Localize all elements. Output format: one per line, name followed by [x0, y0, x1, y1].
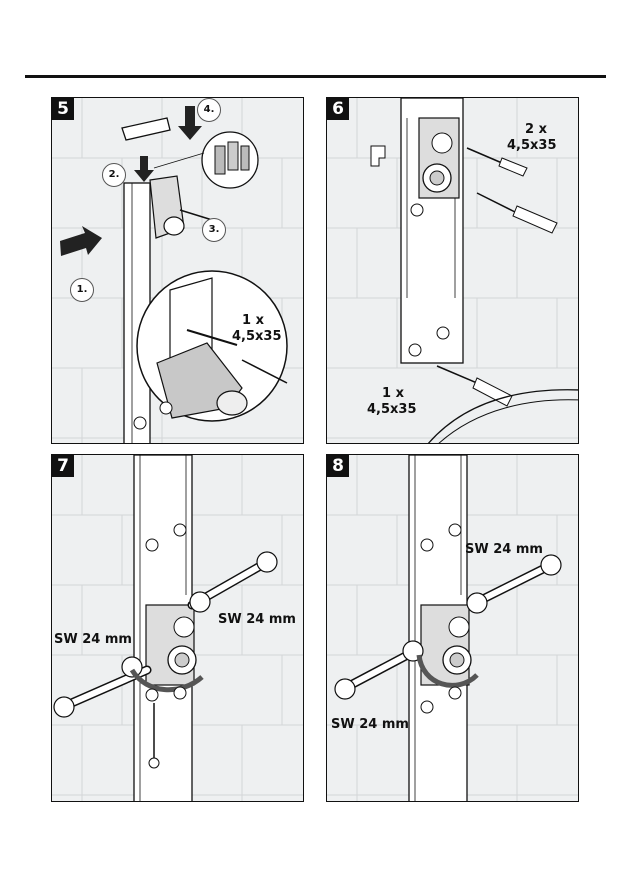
callout-1: 1. — [70, 278, 94, 302]
screw-count-label: 1 x — [242, 313, 264, 328]
wrench-size-left-label: SW 24 mm — [54, 632, 132, 647]
callout-4: 4. — [197, 98, 221, 122]
step-number-badge: 6 — [327, 98, 349, 120]
step-8-panel: 8 SW 24 mm SW 24 mm — [326, 454, 579, 802]
screw-top-count-label: 2 x — [525, 122, 547, 137]
step-7-illustration — [52, 455, 303, 801]
step-6-panel: 6 2 x 4,5x35 1 x 4,5x35 — [326, 97, 579, 444]
step-7-panel: 7 SW 24 mm SW 24 mm — [51, 454, 304, 802]
arrow-down-4 — [178, 106, 202, 140]
wrench-size-right-label: SW 24 mm — [218, 612, 296, 627]
step-number-badge: 7 — [52, 455, 74, 477]
screw-top-size-label: 4,5x35 — [507, 138, 557, 153]
wrench-size-top-label: SW 24 mm — [465, 542, 543, 557]
step-number-badge: 8 — [327, 455, 349, 477]
callout-3: 3. — [202, 218, 226, 242]
wrench-size-bottom-label: SW 24 mm — [331, 717, 409, 732]
screw-bottom-size-label: 4,5x35 — [367, 402, 417, 417]
header-rule — [25, 75, 606, 78]
arrow-down-2 — [134, 156, 154, 182]
screw-size-label: 4,5x35 — [232, 329, 282, 344]
step-8-illustration — [327, 455, 578, 801]
callout-2: 2. — [102, 163, 126, 187]
step-5-panel: 5 1. 2. 3. 4 — [51, 97, 304, 444]
screw-bottom-count-label: 1 x — [382, 386, 404, 401]
step-5-illustration — [52, 98, 303, 443]
step-number-badge: 5 — [52, 98, 74, 120]
step-6-illustration — [327, 98, 578, 443]
arrow-push-1 — [60, 226, 102, 256]
